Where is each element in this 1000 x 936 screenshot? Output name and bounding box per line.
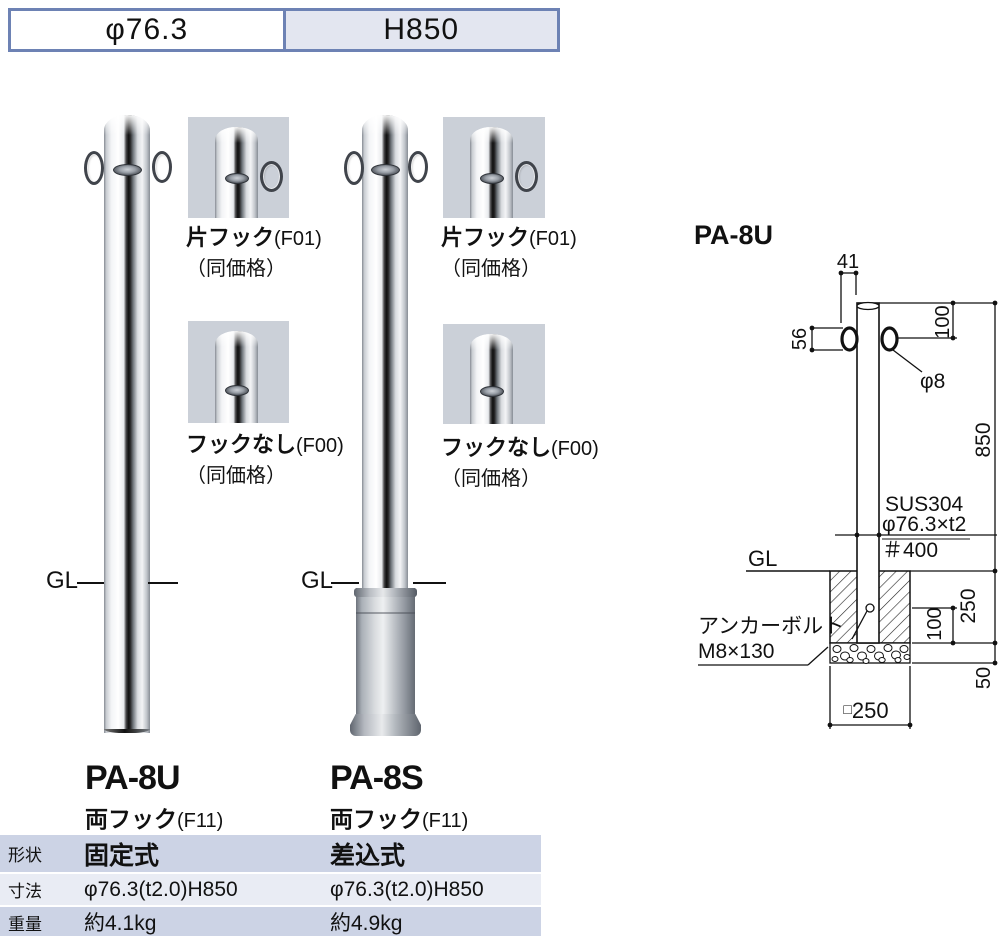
variant-thumb-pa8s-one-hook bbox=[443, 117, 545, 218]
dim-anchor-height: 100 bbox=[924, 607, 946, 640]
height-cell: H850 bbox=[282, 11, 557, 49]
sleeve-foot-pa8s bbox=[350, 714, 421, 736]
drawing-title: PA-8U bbox=[694, 220, 773, 250]
gl-label-pa8s: GL bbox=[301, 567, 334, 594]
gl-line-right-pa8u bbox=[148, 582, 178, 584]
variant-note: （同価格） bbox=[186, 258, 286, 280]
hook-type-code: (F11) bbox=[422, 810, 469, 832]
variant-note: （同価格） bbox=[441, 468, 541, 490]
spec-row-weight: 重量 約4.1kg 約4.9kg bbox=[0, 907, 541, 936]
dim-height-above-gl: 850 bbox=[972, 422, 995, 457]
nameplate-badge-pa8s bbox=[371, 164, 400, 176]
variant-note: （同価格） bbox=[441, 258, 541, 280]
variant-thumb-pa8s-no-hook bbox=[443, 324, 545, 424]
variant-name: 片フック bbox=[186, 225, 275, 250]
gl-line-right-pa8s bbox=[413, 582, 446, 584]
variant-code: (F01) bbox=[274, 228, 322, 250]
anchor-label-line2: M8×130 bbox=[698, 640, 774, 663]
nameplate-badge bbox=[480, 386, 504, 397]
hook-ring bbox=[260, 161, 283, 192]
spec-weight-pa8u: 約4.1kg bbox=[84, 912, 157, 935]
spec-dimensions-pa8s: φ76.3(t2.0)H850 bbox=[330, 877, 484, 901]
variant-thumb-pa8u-no-hook bbox=[188, 321, 289, 423]
technical-drawing-pa8u: PA-8U bbox=[694, 220, 998, 729]
drawing-post bbox=[840, 301, 899, 644]
spec-row-label: 形状 bbox=[8, 846, 42, 865]
spec-row-dimensions: 寸法 φ76.3(t2.0)H850 φ76.3(t2.0)H850 bbox=[0, 874, 541, 905]
variant-name: 片フック bbox=[441, 225, 530, 250]
dim-hook-dia: φ8 bbox=[920, 370, 945, 393]
ground-sleeve-pa8s bbox=[354, 588, 417, 714]
dim-hook-offset: 41 bbox=[837, 251, 859, 273]
product-label-pa8u: PA-8U 両フック(F11) bbox=[85, 760, 223, 834]
gl-line-left-pa8u bbox=[77, 582, 104, 584]
product-label-pa8s: PA-8S 両フック(F11) bbox=[330, 760, 468, 834]
product-photo-pa8s-post bbox=[362, 115, 408, 592]
spec-table: 形状 固定式 差込式 寸法 φ76.3(t2.0)H850 φ76.3(t2.0… bbox=[0, 835, 541, 936]
spec-shape-pa8u: 固定式 bbox=[84, 841, 160, 870]
hook-type-name: 両フック bbox=[85, 806, 177, 832]
dim-base-square: □250 bbox=[843, 698, 888, 723]
hook-type-code: (F11) bbox=[177, 810, 224, 832]
dim-embed-depth: 250 bbox=[957, 588, 980, 623]
spec-shape-pa8s: 差込式 bbox=[330, 841, 406, 870]
material-grade: SUS304 bbox=[885, 493, 964, 516]
nameplate-badge bbox=[225, 385, 249, 396]
hook-ring bbox=[515, 161, 538, 192]
drawing-gl-label: GL bbox=[748, 546, 777, 571]
nameplate-badge bbox=[480, 173, 504, 184]
anchor-label-line1: アンカーボルト bbox=[698, 615, 844, 638]
variant-note: （同価格） bbox=[186, 465, 286, 487]
hook-ring-left-pa8u bbox=[84, 151, 104, 185]
variant-code: (F01) bbox=[529, 228, 577, 250]
dim-gravel-depth: 50 bbox=[973, 667, 995, 689]
material-finish: ＃400 bbox=[882, 539, 938, 562]
variant-name: フックなし bbox=[186, 432, 297, 457]
nameplate-badge-pa8u bbox=[113, 164, 142, 176]
hook-ring-right-pa8s bbox=[408, 151, 428, 183]
nameplate-badge bbox=[225, 173, 249, 184]
spec-weight-pa8s: 約4.9kg bbox=[330, 912, 403, 935]
variant-code: (F00) bbox=[551, 438, 599, 460]
variant-caption-pa8u-one-hook: 片フック(F01) （同価格） bbox=[186, 224, 322, 281]
diameter-cell: φ76.3 bbox=[11, 11, 283, 49]
variant-code: (F00) bbox=[296, 435, 344, 457]
variant-caption-pa8u-no-hook: フックなし(F00) （同価格） bbox=[186, 431, 344, 488]
model-name: PA-8S bbox=[330, 759, 424, 797]
spec-row-shape: 形状 固定式 差込式 bbox=[0, 835, 541, 872]
size-header-table: φ76.3 H850 bbox=[8, 8, 560, 52]
mini-post bbox=[215, 331, 258, 423]
hook-ring-right-pa8u bbox=[152, 151, 172, 183]
dim-top-to-hook: 100 bbox=[932, 305, 954, 338]
dimension-dots bbox=[809, 270, 998, 728]
mini-post bbox=[215, 127, 258, 218]
variant-caption-pa8s-no-hook: フックなし(F00) （同価格） bbox=[441, 434, 599, 491]
hook-type: 両フック(F11) bbox=[85, 800, 223, 834]
spec-row-label: 寸法 bbox=[8, 882, 42, 901]
model-name: PA-8U bbox=[85, 759, 181, 797]
mini-post bbox=[470, 334, 513, 424]
anchor-bolt bbox=[851, 603, 875, 640]
dim-hook-height: 56 bbox=[789, 328, 811, 350]
spec-dimensions-pa8u: φ76.3(t2.0)H850 bbox=[84, 877, 238, 901]
drawing-hook-left bbox=[840, 326, 859, 352]
hook-type-name: 両フック bbox=[330, 806, 422, 832]
variant-thumb-pa8u-one-hook bbox=[188, 117, 289, 218]
hook-ring-left-pa8s bbox=[344, 151, 364, 185]
hook-type: 両フック(F11) bbox=[330, 800, 468, 834]
material-pipe: φ76.3×t2 bbox=[882, 513, 966, 536]
dimension-lines bbox=[698, 272, 997, 729]
product-photo-pa8u-post bbox=[104, 115, 150, 733]
gl-label-pa8u: GL bbox=[46, 567, 79, 594]
spec-row-label: 重量 bbox=[8, 914, 42, 934]
variant-name: フックなし bbox=[441, 435, 552, 460]
gl-line-left-pa8s bbox=[331, 582, 359, 584]
height-label: H850 bbox=[383, 13, 460, 46]
drawing-hook-right bbox=[880, 326, 899, 352]
gravel-pebbles bbox=[831, 644, 911, 664]
variant-caption-pa8s-one-hook: 片フック(F01) （同価格） bbox=[441, 224, 577, 281]
diameter-label: φ76.3 bbox=[105, 13, 189, 46]
